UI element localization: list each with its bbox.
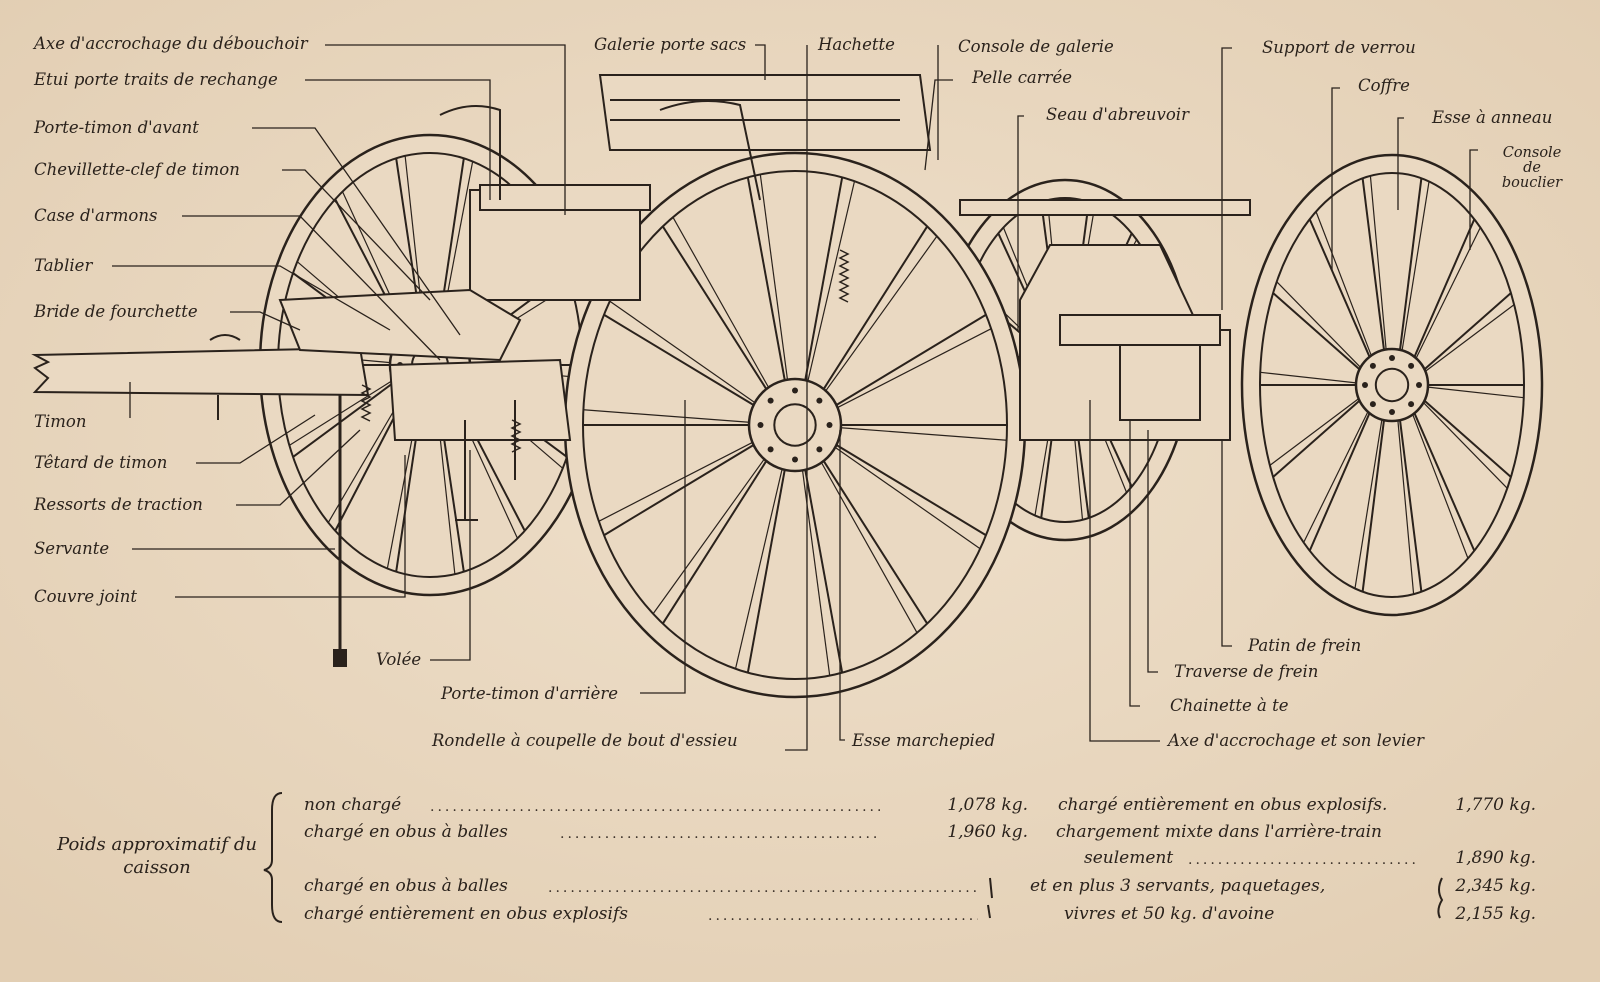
weight-note: vivres et 50 kg. d'avoine xyxy=(1064,904,1275,924)
label-console-galerie: Console de galerie xyxy=(958,37,1114,56)
leader-dots: ........................................… xyxy=(560,826,880,842)
leader-lines xyxy=(112,44,1478,751)
label-axe-accrochage-levier: Axe d'accrochage et son levier xyxy=(1168,731,1424,750)
label-console-bouclier: Console de bouclier xyxy=(1501,145,1563,192)
label-volee: Volée xyxy=(376,650,422,669)
label-pelle-carree: Pelle carrée xyxy=(972,68,1073,87)
label-porte-timon-arriere: Porte-timon d'arrière xyxy=(441,684,618,703)
leader-dots: ........................................… xyxy=(430,799,880,815)
label-coffre: Coffre xyxy=(1358,76,1410,95)
weight-row-label: chargé en obus à balles xyxy=(304,822,508,842)
label-support-verrou: Support de verrou xyxy=(1262,38,1416,57)
weight-row-label: seulement xyxy=(1084,848,1174,868)
label-axe-accrochage-debouchoir: Axe d'accrochage du débouchoir xyxy=(34,34,308,53)
label-chainette: Chainette à te xyxy=(1170,696,1289,715)
label-galerie-porte-sacs: Galerie porte sacs xyxy=(594,35,747,54)
weights-heading: Poids approximatif du caisson xyxy=(57,834,257,878)
label-hachette: Hachette xyxy=(818,35,895,54)
main-wheel xyxy=(563,151,1027,699)
leader-dots: ........................................… xyxy=(1188,852,1418,868)
label-rondelle-coupelle: Rondelle à coupelle de bout d'essieu xyxy=(432,731,738,750)
weight-row-label: chargé entièrement en obus explosifs. xyxy=(1058,795,1388,815)
right-wheel xyxy=(1240,153,1544,617)
label-patin-frein: Patin de frein xyxy=(1248,636,1362,655)
weight-row-value: 1,770 kg. xyxy=(1455,795,1536,815)
weight-row-label: chargement mixte dans l'arrière-train xyxy=(1056,822,1382,842)
traction-springs xyxy=(360,249,850,453)
weight-row-value: 2,345 kg. xyxy=(1455,876,1536,896)
weight-row-label: chargé en obus à balles xyxy=(304,876,508,896)
caisson-body xyxy=(439,74,1251,441)
label-esse-anneau: Esse à anneau xyxy=(1432,108,1553,127)
label-tablier: Tablier xyxy=(34,256,93,275)
label-traverse-frein: Traverse de frein xyxy=(1174,662,1319,681)
weight-row-value: 2,155 kg. xyxy=(1455,904,1536,924)
label-timon: Timon xyxy=(34,412,87,431)
weight-note: et en plus 3 servants, paquetages, xyxy=(1030,876,1326,896)
label-porte-timon-avant: Porte-timon d'avant xyxy=(34,118,199,137)
leader-dots: ........................................… xyxy=(548,880,978,896)
weight-row-value: 1,960 kg. xyxy=(947,822,1028,842)
label-couvre-joint: Couvre joint xyxy=(34,587,137,606)
weight-row-label: non chargé xyxy=(304,795,402,815)
label-bride-fourchette: Bride de fourchette xyxy=(34,302,198,321)
label-ressorts-traction: Ressorts de traction xyxy=(34,495,203,514)
timon-pole xyxy=(31,288,572,667)
label-esse-marchepied: Esse marchepied xyxy=(852,731,996,750)
weight-row-value: 1,890 kg. xyxy=(1455,848,1536,868)
label-tetard-timon: Têtard de timon xyxy=(34,453,168,472)
label-seau-abreuvoir: Seau d'abreuvoir xyxy=(1046,105,1189,124)
label-servante: Servante xyxy=(34,539,110,558)
weight-row-label: chargé entièrement en obus explosifs xyxy=(304,904,628,924)
label-etui-porte-traits: Etui porte traits de rechange xyxy=(34,70,278,89)
table-braces xyxy=(263,792,1444,923)
label-chevillette-clef: Chevillette-clef de timon xyxy=(34,160,240,179)
label-case-armons: Case d'armons xyxy=(34,206,158,225)
weight-row-value: 1,078 kg. xyxy=(947,795,1028,815)
leader-dots: ........................................… xyxy=(708,908,978,924)
